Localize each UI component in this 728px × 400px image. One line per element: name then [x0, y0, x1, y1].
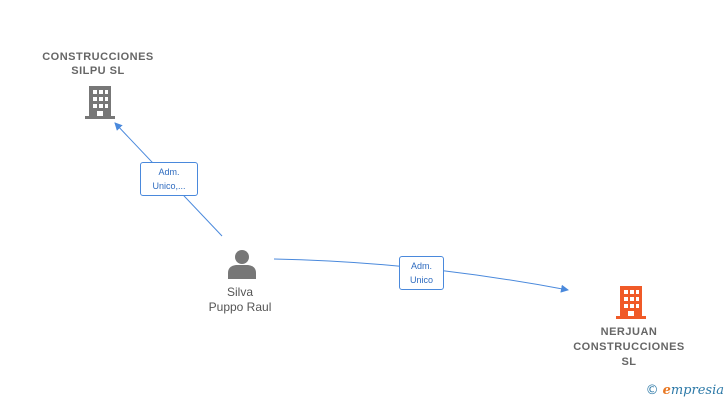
company-label-silpu-line2: SILPU SL — [71, 65, 125, 77]
edge-label-silpu-line2: Unico,... — [152, 181, 186, 191]
person-label-line2: Puppo Raul — [208, 300, 272, 314]
person-label-line1: Silva — [226, 285, 253, 299]
company-label-nerjuan-line1: NERJUAN — [600, 326, 658, 338]
edge-label-nerjuan-line2: Unico — [409, 275, 433, 285]
company-label-nerjuan-line2: CONSTRUCCIONES — [573, 341, 685, 353]
company-label-silpu[interactable]: CONSTRUCCIONES SILPU SL — [28, 50, 168, 78]
person-label[interactable]: Silva Puppo Raul — [190, 285, 290, 315]
building-icon-highlighted[interactable] — [614, 284, 648, 320]
edge-label-silpu[interactable]: Adm. Unico,... — [140, 162, 198, 196]
edge-label-nerjuan-line1: Adm. — [410, 261, 432, 271]
copyright-icon: © — [645, 383, 659, 398]
person-icon[interactable] — [226, 249, 258, 279]
company-label-nerjuan-line3: SL — [621, 356, 637, 368]
building-icon[interactable] — [83, 84, 117, 120]
company-label-silpu-line1: CONSTRUCCIONES — [42, 51, 154, 63]
brand-logo-initial: e — [662, 383, 671, 398]
edge-label-nerjuan[interactable]: Adm. Unico — [399, 256, 444, 290]
brand-watermark: ©empresia — [646, 383, 724, 398]
company-label-nerjuan[interactable]: NERJUAN CONSTRUCCIONES SL — [560, 325, 698, 370]
brand-name: mpresia — [670, 383, 724, 398]
edge-label-silpu-line1: Adm. — [158, 167, 180, 177]
